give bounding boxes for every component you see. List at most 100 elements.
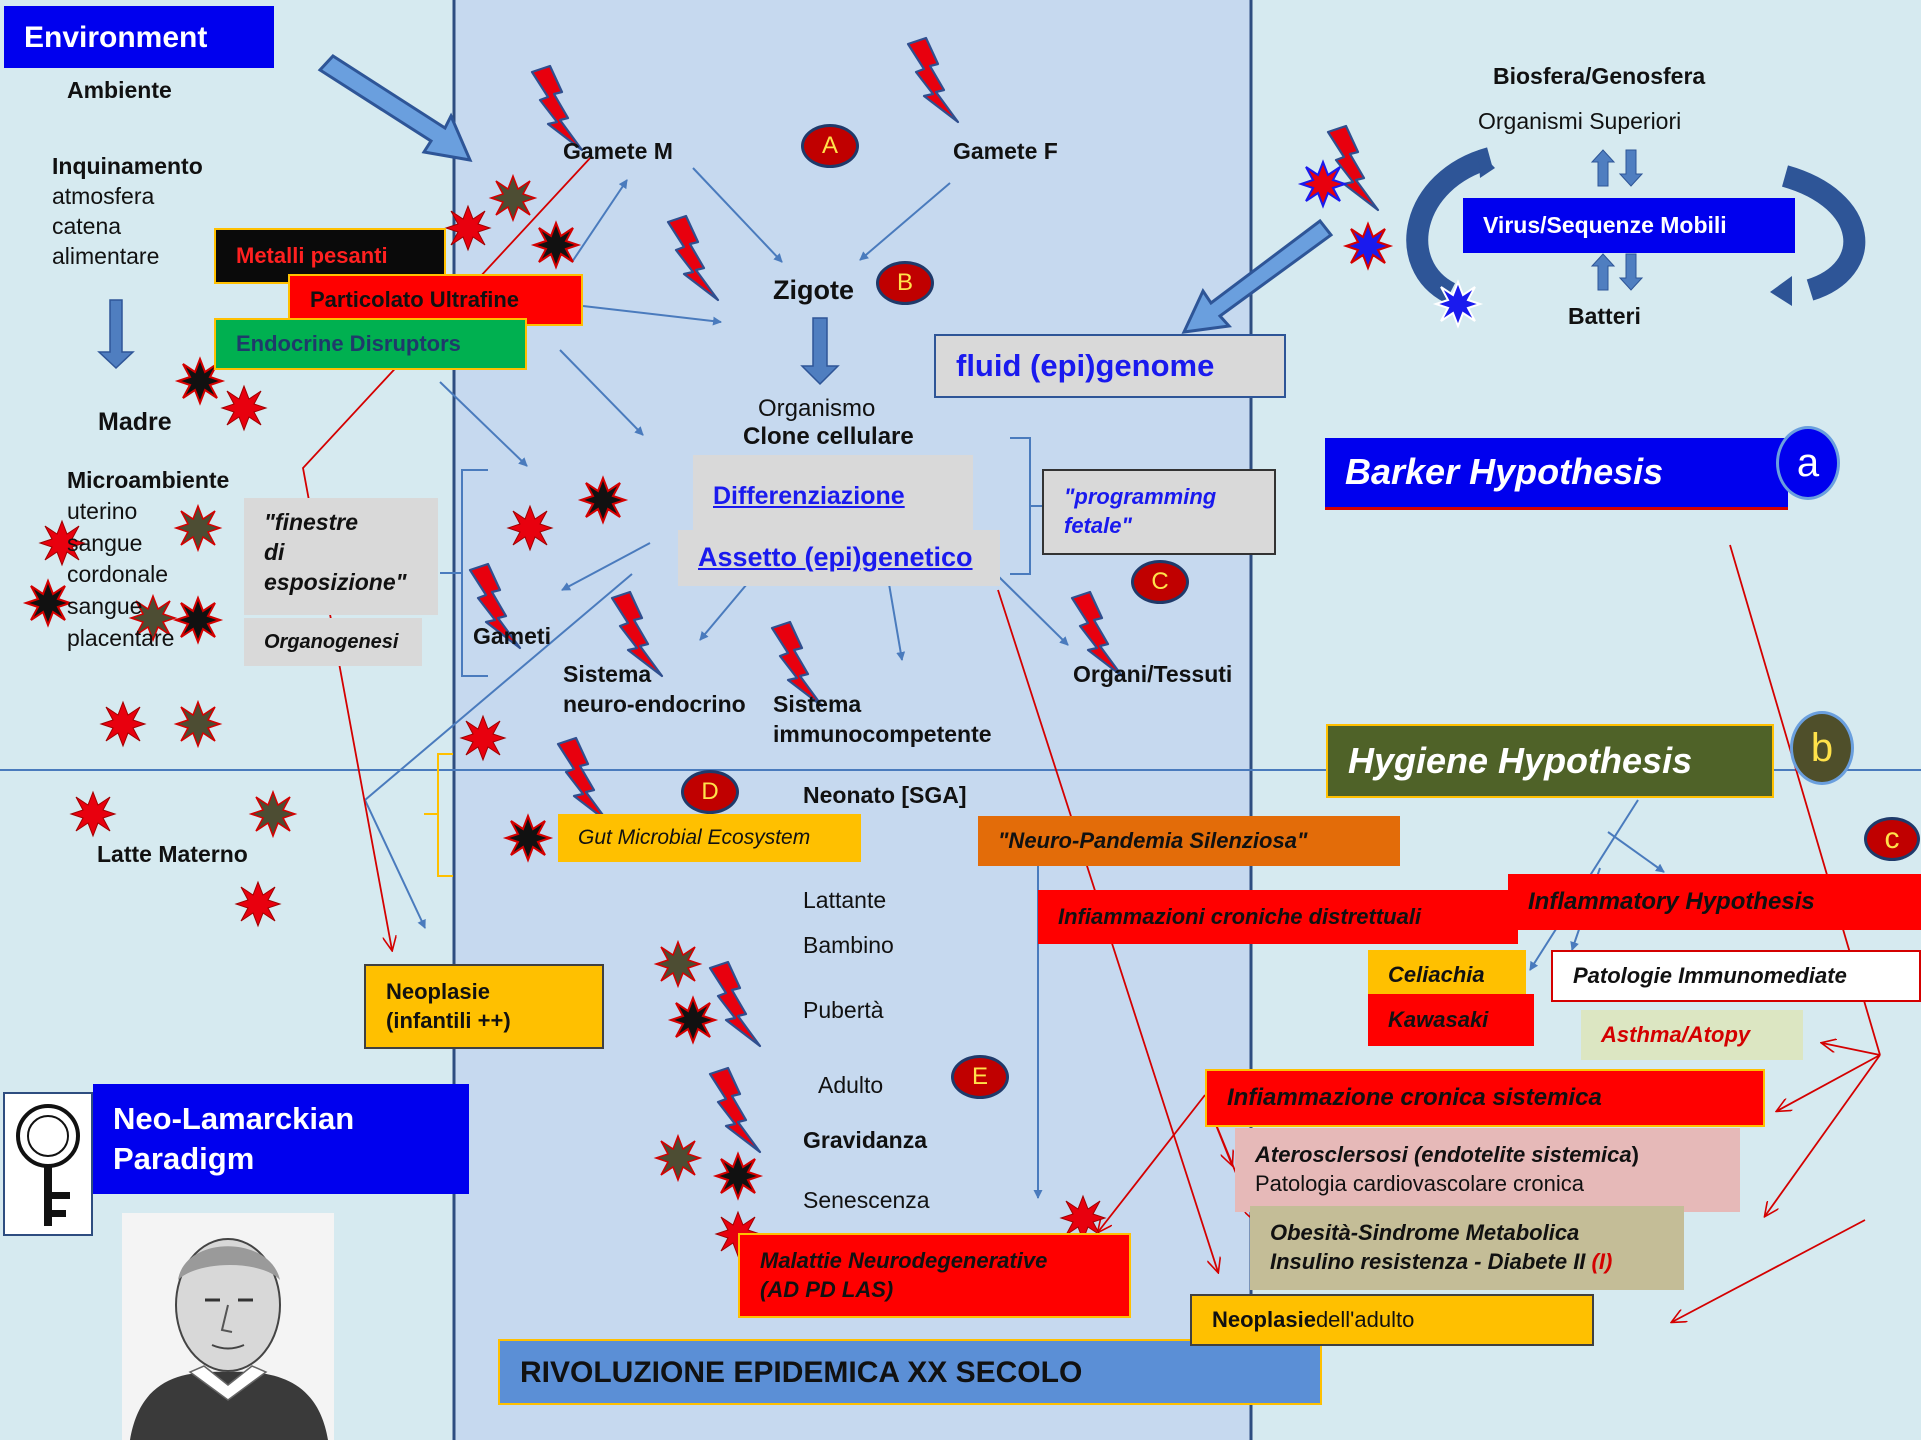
- neoplasie-adulto-box: Neoplasie dell'adulto: [1190, 1294, 1594, 1346]
- red-arrow-to-neurodeg: [1098, 1094, 1206, 1232]
- batteri-label: Batteri: [1568, 303, 1641, 329]
- kawasaki-box: Kawasaki: [1368, 994, 1534, 1046]
- arrow-assetto-gameti: [561, 542, 651, 591]
- arrow-assetto-immuno: [887, 577, 906, 661]
- inquinamento-lines: atmosfera catena alimentare: [52, 183, 160, 269]
- arrow-pollutant-microambiente: [439, 381, 528, 467]
- assetto-box: Assetto (epi)genetico: [678, 530, 1000, 586]
- obesita-text: Obesità-Sindrome Metabolica: [1270, 1220, 1580, 1246]
- stage-bambino: Bambino: [803, 932, 894, 958]
- insulino-marker: (I): [1591, 1249, 1613, 1274]
- badge-barker-a: a: [1776, 426, 1840, 500]
- arrow-assetto-organi: [994, 572, 1069, 646]
- badge-c: C: [1131, 560, 1189, 604]
- obesita-box: Obesità-Sindrome Metabolica Insulino res…: [1250, 1206, 1684, 1290]
- neo-lamarckian-paradigm-box: Neo-Lamarckian Paradigm: [93, 1084, 469, 1194]
- zigote-label: Zigote: [773, 275, 854, 305]
- asthma-atopy-box: Asthma/Atopy: [1581, 1010, 1803, 1060]
- organi-tessuti-label: Organi/Tessuti: [1073, 661, 1233, 687]
- inflammatory-hypothesis-box: Inflammatory Hypothesis: [1508, 874, 1921, 930]
- biosfera-genosfera-label: Biosfera/Genosfera: [1493, 63, 1706, 89]
- down-arrow-madre: [97, 299, 135, 370]
- lamarck-portrait: [122, 1213, 334, 1440]
- differenziazione-box: Differenziazione: [693, 455, 973, 537]
- patologia-cardiovascolare-text: Patologia cardiovascolare cronica: [1255, 1171, 1584, 1196]
- hygiene-hypothesis-box: Hygiene Hypothesis: [1326, 724, 1774, 798]
- red-arrow-inquinamento-neoplasie: [302, 155, 593, 950]
- sistema-neuro-endocrino-label: Sistema neuro-endocrino: [563, 661, 746, 717]
- badge-hygiene-b: b: [1790, 711, 1854, 785]
- neuro-pandemia-box: "Neuro-Pandemia Silenziosa": [978, 816, 1400, 866]
- assetto-epigenetico-link[interactable]: Assetto (epi)genetico: [698, 542, 973, 573]
- barker-hypothesis-box: Barker Hypothesis: [1325, 438, 1788, 510]
- gut-microbial-box: Gut Microbial Ecosystem: [558, 814, 861, 862]
- genosphere-input-arrow: [1181, 218, 1334, 334]
- badge-e: E: [951, 1055, 1009, 1099]
- badge-b: B: [876, 261, 934, 305]
- gameti-label: Gameti: [473, 623, 551, 649]
- stage-senescenza: Senescenza: [803, 1187, 930, 1213]
- virus-sequenze-mobili-box: Virus/Sequenze Mobili: [1463, 198, 1795, 253]
- organismo-label: Organismo: [758, 395, 876, 422]
- organismi-superiori-label: Organismi Superiori: [1478, 108, 1682, 134]
- updown-arrows-top: [1590, 149, 1644, 187]
- microambiente-lines: uterino sangue cordonale sangue placenta…: [67, 498, 175, 651]
- updown-arrows-bottom: [1590, 253, 1644, 291]
- insulino-text: Insulino resistenza - Diabete II: [1270, 1249, 1592, 1274]
- microambiente-title: Microambiente: [67, 467, 230, 493]
- neoplasie-adulto-bold: Neoplasie: [1212, 1306, 1316, 1332]
- badge-inflammatory-c: c: [1864, 817, 1920, 861]
- infiammazione-sistemica-box: Infiammazione cronica sistemica: [1205, 1069, 1765, 1127]
- arrow-gamete-f-zigote: [859, 182, 951, 261]
- stage-puberta: Pubertà: [803, 997, 884, 1023]
- bracket-esposizione: [440, 469, 488, 677]
- arrow-hygiene-inflammatory: [1607, 831, 1665, 873]
- down-arrow-zigote: [800, 317, 840, 386]
- finestre-esposizione-box: "finestre di esposizione": [244, 498, 438, 615]
- differenziazione-link[interactable]: Differenziazione: [713, 481, 905, 510]
- arrow-pollutant-gamete: [571, 179, 628, 263]
- red-arrow-to-sistemica: [1777, 1054, 1881, 1111]
- badge-a: A: [801, 124, 859, 168]
- aterosclerosi-box: Aterosclersosi (endotelite sistemica) Pa…: [1235, 1128, 1740, 1212]
- gamete-m-label: Gamete M: [563, 138, 673, 164]
- endotelite-text: endotelite sistemica: [1421, 1142, 1632, 1168]
- latte-materno-label: Latte Materno: [97, 841, 248, 867]
- gamete-f-label: Gamete F: [953, 138, 1058, 164]
- malattie-neurodegenerative-box: Malattie Neurodegenerative (AD PD LAS): [738, 1233, 1131, 1318]
- endocrine-disruptors-box: Endocrine Disruptors: [214, 318, 527, 370]
- key-logo: [3, 1092, 93, 1236]
- neoplasie-infantili-box: Neoplasie (infantili ++): [364, 964, 604, 1049]
- ambiente-label: Ambiente: [67, 77, 172, 103]
- cycle-arrow-left: [1406, 147, 1494, 303]
- programming-fetale-box: "programming fetale": [1042, 469, 1276, 555]
- red-arrow-to-obesita-right: [1765, 1054, 1881, 1216]
- red-arrow-to-asthma: [1822, 1043, 1881, 1056]
- stage-adulto: Adulto: [818, 1072, 884, 1098]
- cycle-arrow-right: [1781, 165, 1866, 301]
- cycle-arrow-left-head: [1478, 150, 1495, 178]
- rivoluzione-epidemica-box: RIVOLUZIONE EPIDEMICA XX SECOLO: [498, 1339, 1322, 1405]
- madre-label: Madre: [98, 408, 172, 436]
- red-arrow-to-neoplasie-adulto: [1672, 1219, 1866, 1322]
- badge-d: D: [681, 770, 739, 814]
- sistema-immunocompetente-label: Sistema immunocompetente: [773, 691, 992, 747]
- aterosclerosi-close: ): [1631, 1142, 1639, 1168]
- neonato-label: Neonato [SGA]: [803, 782, 967, 808]
- environment-input-arrow: [317, 54, 473, 162]
- inquinamento-title: Inquinamento: [52, 153, 203, 179]
- organogenesi-box: Organogenesi: [244, 618, 422, 666]
- infiammazioni-croniche-box: Infiammazioni croniche distrettuali: [1038, 890, 1518, 944]
- neoplasie-adulto-rest: dell'adulto: [1315, 1306, 1415, 1332]
- arrow-pollutant-zigote: [582, 305, 722, 326]
- aterosclerosi-text: Aterosclersosi (: [1255, 1142, 1422, 1168]
- celiachia-box: Celiachia: [1368, 950, 1526, 1000]
- bracket-latte: [424, 753, 453, 877]
- cycle-arrow-right-head: [1770, 276, 1792, 306]
- fluid-epigenome-box: fluid (epi)genome: [934, 334, 1286, 398]
- clone-cellulare-label: Clone cellulare: [743, 423, 914, 450]
- stage-lattante: Lattante: [803, 887, 887, 913]
- arrow-pollutant-organismo: [559, 349, 644, 436]
- patologie-immunomediate-box: Patologie Immunomediate: [1551, 950, 1921, 1002]
